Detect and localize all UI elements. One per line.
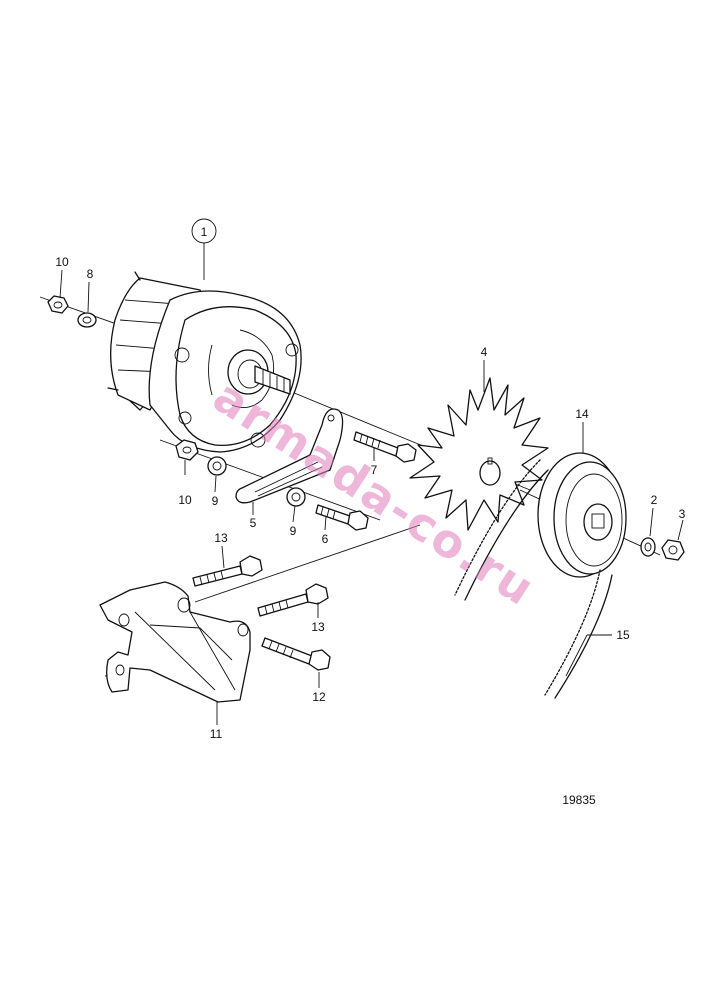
part-4-label: 4 (481, 345, 488, 359)
part-1-callout-circle (191, 218, 217, 244)
bolt-13a-drawing (192, 555, 263, 587)
adjusting-bracket-drawing (235, 408, 344, 504)
part-11-label: 11 (210, 727, 223, 741)
bolt-6-drawing (315, 504, 369, 531)
part-10b-label: 10 (178, 493, 192, 507)
part-10a-label: 10 (55, 255, 69, 269)
v-belt-drawing (454, 459, 613, 699)
washer-9b-drawing (286, 487, 306, 507)
bolt-13b-drawing (257, 583, 329, 617)
washer-2-drawing (640, 537, 656, 557)
bolt-12-drawing (261, 637, 331, 671)
part-labels: 1 2 3 4 5 6 7 8 9 9 10 10 11 12 13 13 14… (55, 218, 686, 741)
part-9b-label: 9 (290, 524, 297, 538)
washer-9a-drawing (207, 456, 227, 476)
part-14-label: 14 (575, 407, 589, 421)
part-15-label: 15 (616, 628, 630, 642)
part-13a-label: 13 (214, 531, 228, 545)
part-8-label: 8 (87, 267, 94, 281)
mounting-bracket-drawing (99, 581, 251, 703)
nut-3-drawing (661, 539, 685, 561)
part-1-label: 1 (201, 225, 208, 239)
part-7-label: 7 (371, 463, 378, 477)
part-2-label: 2 (651, 493, 658, 507)
nut-upper-drawing (47, 295, 69, 314)
leader-lines (59, 243, 684, 725)
part-5-label: 5 (250, 516, 257, 530)
alternator-drawing (107, 271, 302, 453)
bolt-7-drawing (353, 431, 417, 463)
part-6-label: 6 (322, 532, 329, 546)
washer-8-drawing (77, 312, 97, 328)
nut-lower-drawing (175, 439, 199, 461)
pulley-drawing (537, 452, 627, 578)
part-9a-label: 9 (212, 494, 219, 508)
part-12-label: 12 (312, 690, 326, 704)
drawing-number: 19835 (562, 793, 596, 807)
part-3-label: 3 (679, 507, 686, 521)
part-13b-label: 13 (311, 620, 325, 634)
